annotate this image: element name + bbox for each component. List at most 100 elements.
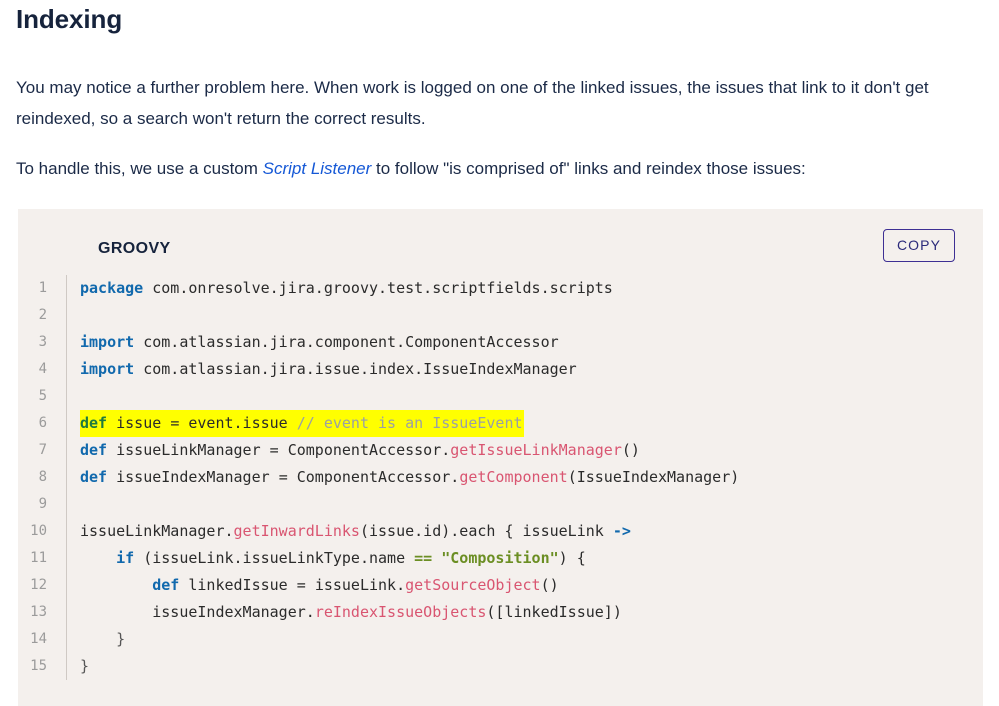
code-line: 11 if (issueLink.issueLinkType.name == "… [18, 544, 983, 572]
line-number: 13 [30, 604, 47, 620]
code-line-text[interactable]: if (issueLink.issueLinkType.name == "Com… [66, 544, 983, 572]
copy-button[interactable]: COPY [883, 228, 955, 262]
token-args: (IssueIndexManager) [567, 467, 740, 486]
code-line: 1 package com.onresolve.jira.groovy.test… [18, 274, 983, 302]
token-tail: ) { [558, 548, 586, 567]
token-operator: = [296, 575, 315, 594]
line-number: 6 [38, 415, 47, 431]
token-keyword: if [116, 548, 135, 567]
token-args: ([linkedIssue]) [486, 602, 622, 621]
code-line: 4 import com.atlassian.jira.issue.index.… [18, 355, 983, 383]
code-line: 7 def issueLinkManager = ComponentAccess… [18, 436, 983, 464]
line-number: 10 [30, 523, 47, 539]
line-number: 7 [38, 442, 47, 458]
code-line-text[interactable] [66, 301, 983, 329]
code-line-text[interactable]: issueLinkManager.getInwardLinks(issue.id… [66, 517, 983, 545]
page-title: Indexing [16, 4, 123, 34]
token-keyword: def [80, 467, 108, 486]
token-indent [80, 576, 152, 594]
script-listener-link[interactable]: Script Listener [262, 159, 372, 178]
code-line-text[interactable]: import com.atlassian.jira.issue.index.Is… [66, 355, 983, 383]
token-keyword: def [80, 413, 108, 432]
code-block: GROOVY COPY 1 package com.onresolve.jira… [18, 208, 983, 706]
token-operator: == [414, 548, 442, 567]
code-line-text[interactable]: } [66, 652, 983, 680]
token-indent [80, 549, 116, 567]
token-arrow: -> [612, 521, 631, 540]
paragraph-problem: You may notice a further problem here. W… [16, 78, 929, 128]
code-body[interactable]: 1 package com.onresolve.jira.groovy.test… [18, 274, 983, 680]
line-number: 4 [38, 361, 47, 377]
token-indent [80, 630, 116, 648]
token-method: getInwardLinks [233, 521, 360, 540]
code-line-text[interactable] [66, 490, 983, 518]
token-args: () [621, 440, 640, 459]
code-line-text[interactable]: def linkedIssue = issueLink.getSourceObj… [66, 571, 983, 599]
paragraph-solution-prefix: To handle this, we use a custom [16, 159, 263, 178]
token-variable: issueLinkManager [107, 440, 270, 459]
line-number: 3 [38, 334, 47, 350]
code-line: 9 [18, 490, 983, 518]
token-variable: issueIndexManager [107, 467, 279, 486]
code-line: 3 import com.atlassian.jira.component.Co… [18, 328, 983, 356]
token-plain: com.atlassian.jira.issue.index.IssueInde… [134, 359, 577, 378]
token-string: "Composition" [441, 548, 559, 567]
code-line-highlighted: 6 def issue = event.issue // event is an… [18, 409, 983, 437]
token-comment: // event is an IssueEvent [296, 413, 523, 432]
code-line-text[interactable]: package com.onresolve.jira.groovy.test.s… [66, 274, 983, 302]
token-object: issueLink. [314, 575, 406, 594]
token-object: issueLinkManager. [80, 521, 234, 540]
token-keyword: def [80, 440, 108, 459]
code-line: 2 [18, 301, 983, 329]
token-operator: = [269, 440, 288, 459]
line-number: 2 [38, 307, 47, 323]
code-line: 8 def issueIndexManager = ComponentAcces… [18, 463, 983, 491]
token-keyword: package [80, 278, 144, 297]
token-value: event.issue [188, 413, 297, 432]
code-line-text[interactable]: def issueIndexManager = ComponentAccesso… [66, 463, 983, 491]
token-keyword: import [80, 359, 135, 378]
token-method: getSourceObject [405, 575, 541, 594]
line-number: 5 [38, 388, 47, 404]
token-args: (issue.id).each { issueLink [359, 521, 613, 540]
token-plain: com.onresolve.jira.groovy.test.scriptfie… [143, 278, 613, 297]
line-number: 1 [38, 280, 47, 296]
code-line: 13 issueIndexManager.reIndexIssueObjects… [18, 598, 983, 626]
token-method: getComponent [459, 467, 568, 486]
line-number: 8 [38, 469, 47, 485]
token-brace: } [116, 629, 126, 648]
token-variable: issue [107, 413, 171, 432]
token-object: issueIndexManager. [152, 602, 315, 621]
token-operator: = [278, 467, 297, 486]
paragraph-solution-suffix: to follow "is comprised of" links and re… [371, 159, 806, 178]
code-line: 12 def linkedIssue = issueLink.getSource… [18, 571, 983, 599]
code-block-header: GROOVY COPY [18, 209, 983, 275]
code-line: 10 issueLinkManager.getInwardLinks(issue… [18, 517, 983, 545]
code-line-text[interactable]: import com.atlassian.jira.component.Comp… [66, 328, 983, 356]
token-args: () [540, 575, 559, 594]
code-language-label: GROOVY [98, 239, 171, 257]
line-number: 14 [30, 631, 47, 647]
code-line: 15 } [18, 652, 983, 680]
token-variable: linkedIssue [179, 575, 297, 594]
code-line-text[interactable]: def issue = event.issue // event is an I… [66, 409, 983, 437]
token-expression: (issueLink.issueLinkType.name [134, 548, 415, 567]
highlight-span: def issue = event.issue // event is an I… [80, 409, 524, 437]
token-keyword: import [80, 332, 135, 351]
token-method: getIssueLinkManager [450, 440, 622, 459]
token-object: ComponentAccessor. [296, 467, 460, 486]
token-operator: = [170, 413, 189, 432]
token-method: reIndexIssueObjects [314, 602, 487, 621]
code-line-text[interactable]: } [66, 625, 983, 653]
code-line: 14 } [18, 625, 983, 653]
token-keyword: def [152, 575, 180, 594]
token-indent [80, 603, 152, 621]
line-number: 9 [38, 496, 47, 512]
line-number: 12 [30, 577, 47, 593]
code-line-text[interactable] [66, 382, 983, 410]
code-line-text[interactable]: issueIndexManager.reIndexIssueObjects([l… [66, 598, 983, 626]
code-line-text[interactable]: def issueLinkManager = ComponentAccessor… [66, 436, 983, 464]
token-brace: } [80, 656, 90, 675]
line-number: 15 [30, 658, 47, 674]
